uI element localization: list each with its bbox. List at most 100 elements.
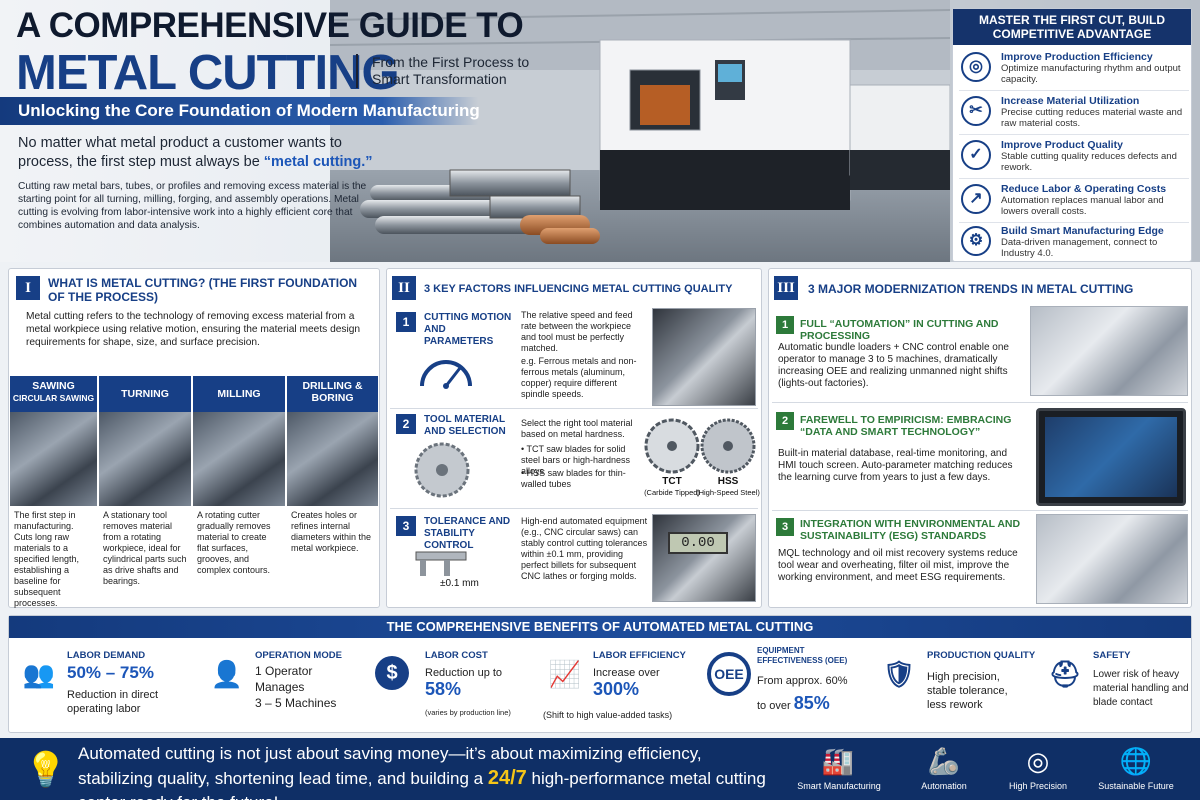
footer-icon-label: Smart Manufacturing bbox=[797, 781, 881, 791]
trend-desc: MQL technology and oil mist recovery sys… bbox=[778, 548, 1018, 583]
section-title: WHAT IS METAL CUTTING? (THE FIRST FOUNDA… bbox=[48, 276, 358, 304]
people-icon: 👥 bbox=[22, 659, 56, 689]
turning-image bbox=[99, 412, 191, 506]
caliper-icon bbox=[415, 551, 467, 576]
trend-desc: Automatic bundle loaders + CNC control e… bbox=[778, 342, 1009, 389]
benefit-oee: OEE EQUIPMENT EFFECTIVENESS (OEE) From a… bbox=[707, 646, 873, 730]
benefit-value: 58% bbox=[425, 679, 462, 699]
cutting-motion-image bbox=[652, 308, 756, 406]
section-body: Metal cutting refers to the technology o… bbox=[26, 311, 361, 348]
target-icon: ◎ bbox=[961, 52, 991, 82]
factor-number: 1 bbox=[396, 312, 416, 332]
tct-sublabel: (Carbide Tipped) bbox=[644, 488, 700, 497]
benefit-value: 85% bbox=[793, 693, 830, 713]
benefits-panel: THE COMPREHENSIVE BENEFITS OF AUTOMATED … bbox=[8, 615, 1192, 733]
method-tab-turning: TURNING bbox=[99, 376, 191, 412]
benefit-text: Reduction up to bbox=[425, 667, 503, 679]
advantage-title: Improve Product Quality bbox=[1001, 139, 1123, 151]
section-numeral: III bbox=[774, 276, 798, 300]
intro-lead-highlight: “metal cutting.” bbox=[263, 154, 373, 170]
gear-icon: ⚙ bbox=[961, 226, 991, 256]
method-desc: A stationary tool removes material from … bbox=[103, 510, 187, 586]
main-title-line1: A COMPREHENSIVE GUIDE TO bbox=[16, 6, 524, 45]
advantage-item: ↗ Reduce Labor & Operating Costs Automat… bbox=[959, 181, 1189, 223]
section-title: 3 MAJOR MODERNIZATION TRENDS IN METAL CU… bbox=[808, 282, 1134, 296]
benefit-labor-demand: 👥 LABOR DEMAND 50% – 75% Reduction in di… bbox=[17, 646, 187, 730]
trend-title: FAREWELL TO EMPIRICISM: EMBRACING “DATA … bbox=[800, 414, 1012, 438]
footer-message: Automated cutting is not just about savi… bbox=[78, 742, 778, 800]
lightbulb-icon: 💡 bbox=[24, 751, 68, 789]
trend-number: 3 bbox=[776, 518, 794, 536]
dollar-icon: $ bbox=[375, 656, 409, 690]
method-tab-milling: MILLING bbox=[193, 376, 285, 412]
hmi-screen-image bbox=[1036, 408, 1186, 506]
benefit-text: 1 Operator bbox=[255, 664, 313, 678]
benefit-operation-mode: 👤 OPERATION MODE 1 Operator Manages 3 – … bbox=[205, 646, 365, 730]
intro-lead: No matter what metal product a customer … bbox=[18, 134, 398, 172]
footer-highlight: 24/7 bbox=[487, 767, 527, 789]
divider bbox=[390, 508, 758, 509]
footer-icon-label: Automation bbox=[921, 781, 967, 791]
sawing-image bbox=[10, 412, 97, 506]
shield-check-icon: ✓ bbox=[961, 140, 991, 170]
benefit-label: LABOR DEMAND bbox=[67, 650, 146, 661]
hss-label: HSS bbox=[717, 476, 739, 487]
method-title: SAWING bbox=[32, 380, 75, 392]
trend-desc: Built-in material database, real-time mo… bbox=[778, 448, 1013, 483]
benefit-label: PRODUCTION QUALITY bbox=[927, 650, 1036, 661]
factor-number: 3 bbox=[396, 516, 416, 536]
worker-icon: ⛑ bbox=[1048, 659, 1082, 689]
oee-icon: OEE bbox=[707, 652, 751, 696]
advantage-heading: MASTER THE FIRST CUT, BUILD COMPETITIVE … bbox=[953, 9, 1191, 45]
benefit-label: SAFETY bbox=[1093, 650, 1131, 661]
divider bbox=[390, 408, 758, 409]
advantage-title: Increase Material Utilization bbox=[1001, 95, 1140, 107]
factor-bullet: • TCT saw blades for solid steel bars or… bbox=[521, 444, 631, 476]
advantage-title: Reduce Labor & Operating Costs bbox=[1001, 183, 1167, 195]
benefit-labor-cost: $ LABOR COST Reduction up to 58% (varies… bbox=[375, 646, 535, 730]
divider bbox=[772, 402, 1188, 403]
factory-icon: 🏭 bbox=[821, 746, 855, 776]
factor-number: 2 bbox=[396, 414, 416, 434]
title-separator bbox=[356, 54, 358, 88]
advantage-desc: Stable cutting quality reduces defects a… bbox=[1001, 151, 1177, 173]
milling-image bbox=[193, 412, 285, 506]
speed-gauge-icon bbox=[420, 360, 472, 389]
method-tab-drilling: DRILLING & BORING bbox=[287, 376, 378, 412]
advantage-desc: Optimize manufacturing rhythm and output… bbox=[1001, 63, 1181, 85]
chart-up-icon: ↗ bbox=[961, 184, 991, 214]
bar-chart-icon: 📈 bbox=[548, 659, 582, 689]
section-numeral: I bbox=[16, 276, 40, 300]
trend-number: 2 bbox=[776, 412, 794, 430]
benefit-text: 3 – 5 Machines bbox=[255, 696, 337, 710]
footer-icon-label: High Precision bbox=[1008, 781, 1068, 791]
caliper-readout: 0.00 bbox=[668, 532, 728, 554]
benefit-value: 50% – 75% bbox=[67, 663, 154, 682]
intro-body: Cutting raw metal bars, tubes, or profil… bbox=[18, 181, 367, 231]
caliper-label: ±0.1 mm bbox=[440, 578, 479, 589]
benefit-labor-efficiency: 📈 LABOR EFFICIENCY Increase over 300% (S… bbox=[543, 646, 703, 730]
factor-title: TOLERANCE AND STABILITY CONTROL bbox=[424, 516, 511, 551]
saw-blade-icon bbox=[414, 442, 470, 498]
trend-title: INTEGRATION WITH ENVIRONMENTAL AND SUSTA… bbox=[800, 518, 1021, 542]
footer-text: high-performance metal cutting center re… bbox=[78, 769, 766, 800]
benefit-text: Manages bbox=[255, 680, 305, 694]
benefit-text: Lower risk of heavy material handling an… bbox=[1093, 669, 1189, 708]
benefit-quality: 🛡 PRODUCTION QUALITY High precision, sta… bbox=[877, 646, 1037, 730]
tct-hss-blades-icon bbox=[644, 418, 756, 474]
footer-bar bbox=[0, 738, 1200, 800]
benefit-text-post: to over 85% bbox=[757, 693, 830, 713]
advantage-desc: Precise cutting reduces material waste a… bbox=[1001, 107, 1183, 129]
divider bbox=[772, 510, 1188, 511]
benefit-label: LABOR COST bbox=[425, 650, 488, 661]
subtitle: From the First Process to Smart Transfor… bbox=[372, 54, 530, 87]
benefit-note: (Shift to high value-added tasks) bbox=[543, 710, 673, 720]
advantage-item: ✓ Improve Product Quality Stable cutting… bbox=[959, 137, 1189, 179]
tct-label: TCT bbox=[662, 476, 682, 487]
method-desc: Creates holes or refines internal diamet… bbox=[291, 510, 372, 553]
benefit-value: 300% bbox=[593, 679, 640, 699]
robot-arm-icon: 🦾 bbox=[927, 746, 961, 776]
automation-image bbox=[1030, 306, 1188, 396]
advantage-item: ⚙ Build Smart Manufacturing Edge Data-dr… bbox=[959, 223, 1189, 265]
